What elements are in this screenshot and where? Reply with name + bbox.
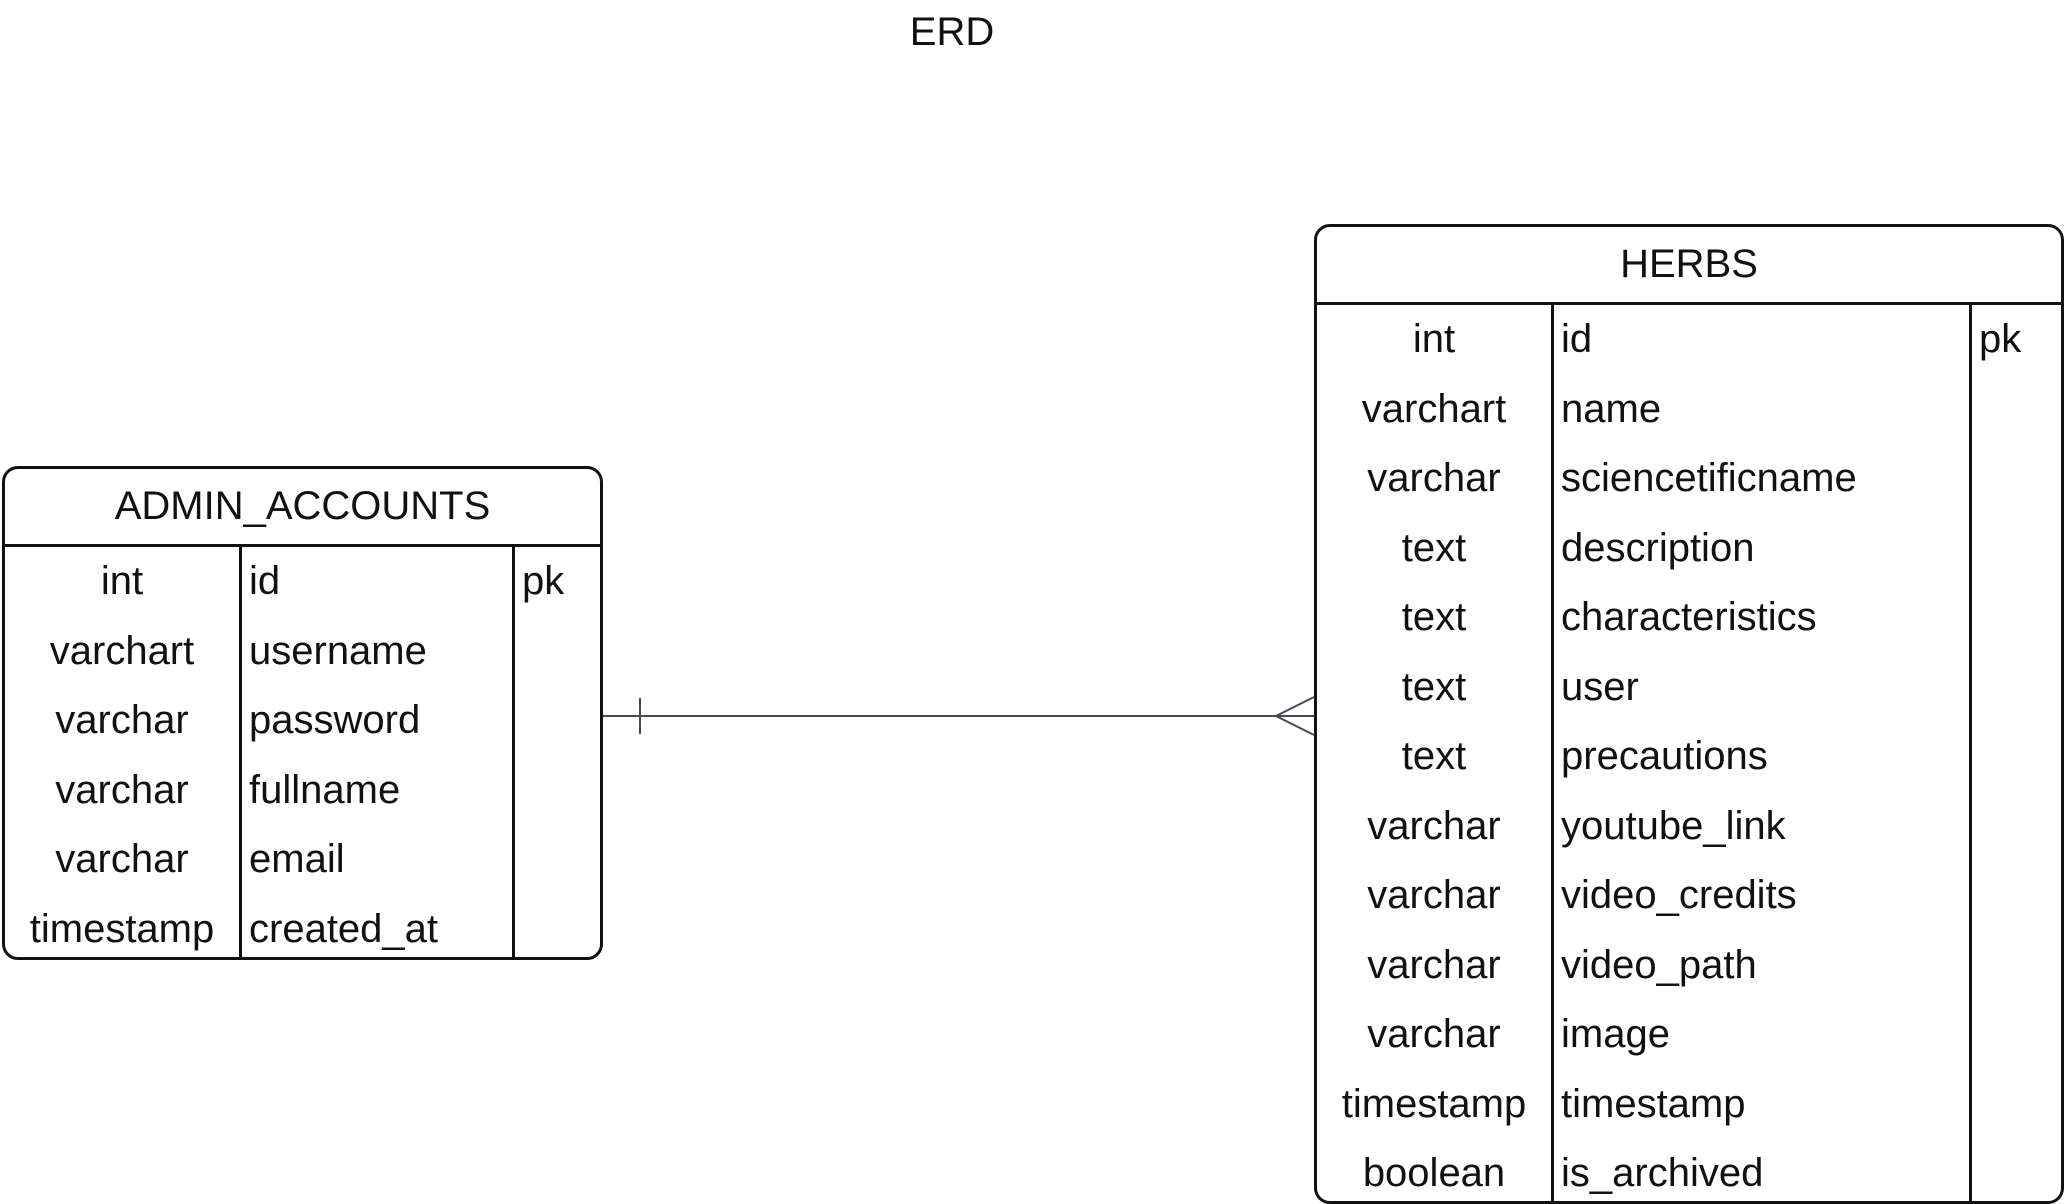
attribute-name: video_credits — [1561, 873, 1797, 918]
attribute-type: varchart — [49, 628, 195, 673]
attribute-name: youtube_link — [1561, 803, 1786, 848]
attribute-row: text precautions — [1317, 722, 2061, 792]
attribute-name: fullname — [249, 767, 401, 812]
attribute-name: email — [249, 837, 345, 882]
diagram-title: ERD — [909, 10, 995, 54]
attribute-row: int id pk — [5, 547, 600, 617]
attribute-row: text user — [1317, 653, 2061, 723]
attribute-name: id — [1561, 317, 1593, 362]
attribute-type: varchar — [55, 837, 189, 882]
attribute-name: timestamp — [1561, 1081, 1746, 1126]
column-divider — [1969, 305, 1972, 1201]
attribute-key: pk — [1979, 317, 2022, 362]
attribute-name: is_archived — [1561, 1151, 1764, 1196]
attribute-type: varchar — [1367, 803, 1501, 848]
attribute-name: id — [249, 559, 281, 604]
attribute-name: characteristics — [1561, 595, 1817, 640]
attribute-row: varchar email — [5, 825, 600, 895]
attribute-name: username — [249, 628, 427, 673]
attribute-row: varchart name — [1317, 375, 2061, 445]
entity-header: ADMIN_ACCOUNTS — [5, 469, 600, 547]
attribute-type: text — [1401, 525, 1467, 570]
attribute-row: varchar video_credits — [1317, 861, 2061, 931]
attribute-row: boolean is_archived — [1317, 1139, 2061, 1201]
attribute-row: varchar password — [5, 686, 600, 756]
entity-herbs: HERBS int id pk varchart name varchar sc… — [1314, 224, 2064, 1204]
entity-rows: int id pk varchart name varchar sciencet… — [1317, 305, 2061, 1201]
column-divider — [239, 547, 242, 957]
attribute-type: text — [1401, 734, 1467, 779]
attribute-type: varchar — [1367, 1012, 1501, 1057]
attribute-name: name — [1561, 386, 1662, 431]
attribute-type: varchar — [55, 767, 189, 812]
column-divider — [1551, 305, 1554, 1201]
attribute-name: sciencetificname — [1561, 456, 1857, 501]
attribute-name: image — [1561, 1012, 1670, 1057]
attribute-name: video_path — [1561, 942, 1757, 987]
attribute-row: varchar image — [1317, 1000, 2061, 1070]
attribute-row: timestamp created_at — [5, 895, 600, 958]
attribute-name: user — [1561, 664, 1639, 709]
column-divider — [512, 547, 515, 957]
attribute-row: int id pk — [1317, 305, 2061, 375]
attribute-row: varchar video_path — [1317, 931, 2061, 1001]
attribute-row: varchar youtube_link — [1317, 792, 2061, 862]
many-cardinality-upper — [1275, 696, 1315, 717]
attribute-type: text — [1401, 664, 1467, 709]
attribute-type: timestamp — [1341, 1081, 1527, 1126]
many-cardinality-lower — [1275, 715, 1315, 736]
attribute-type: int — [1412, 317, 1456, 362]
attribute-name: created_at — [249, 906, 439, 951]
attribute-name: precautions — [1561, 734, 1768, 779]
attribute-type: varchar — [55, 698, 189, 743]
attribute-type: timestamp — [29, 906, 215, 951]
entity-header: HERBS — [1317, 227, 2061, 305]
attribute-type: boolean — [1362, 1151, 1506, 1196]
attribute-type: varchar — [1367, 456, 1501, 501]
attribute-key: pk — [522, 559, 565, 604]
attribute-row: text characteristics — [1317, 583, 2061, 653]
attribute-row: varchar sciencetificname — [1317, 444, 2061, 514]
attribute-name: password — [249, 698, 421, 743]
attribute-row: text description — [1317, 514, 2061, 584]
attribute-type: text — [1401, 595, 1467, 640]
attribute-row: timestamp timestamp — [1317, 1070, 2061, 1140]
attribute-type: int — [100, 559, 144, 604]
entity-admin-accounts: ADMIN_ACCOUNTS int id pk varchart userna… — [2, 466, 603, 960]
attribute-type: varchart — [1361, 386, 1507, 431]
attribute-type: varchar — [1367, 942, 1501, 987]
attribute-name: description — [1561, 525, 1755, 570]
attribute-row: varchar fullname — [5, 756, 600, 826]
entity-rows: int id pk varchart username varchar pass… — [5, 547, 600, 958]
attribute-type: varchar — [1367, 873, 1501, 918]
attribute-row: varchart username — [5, 617, 600, 687]
